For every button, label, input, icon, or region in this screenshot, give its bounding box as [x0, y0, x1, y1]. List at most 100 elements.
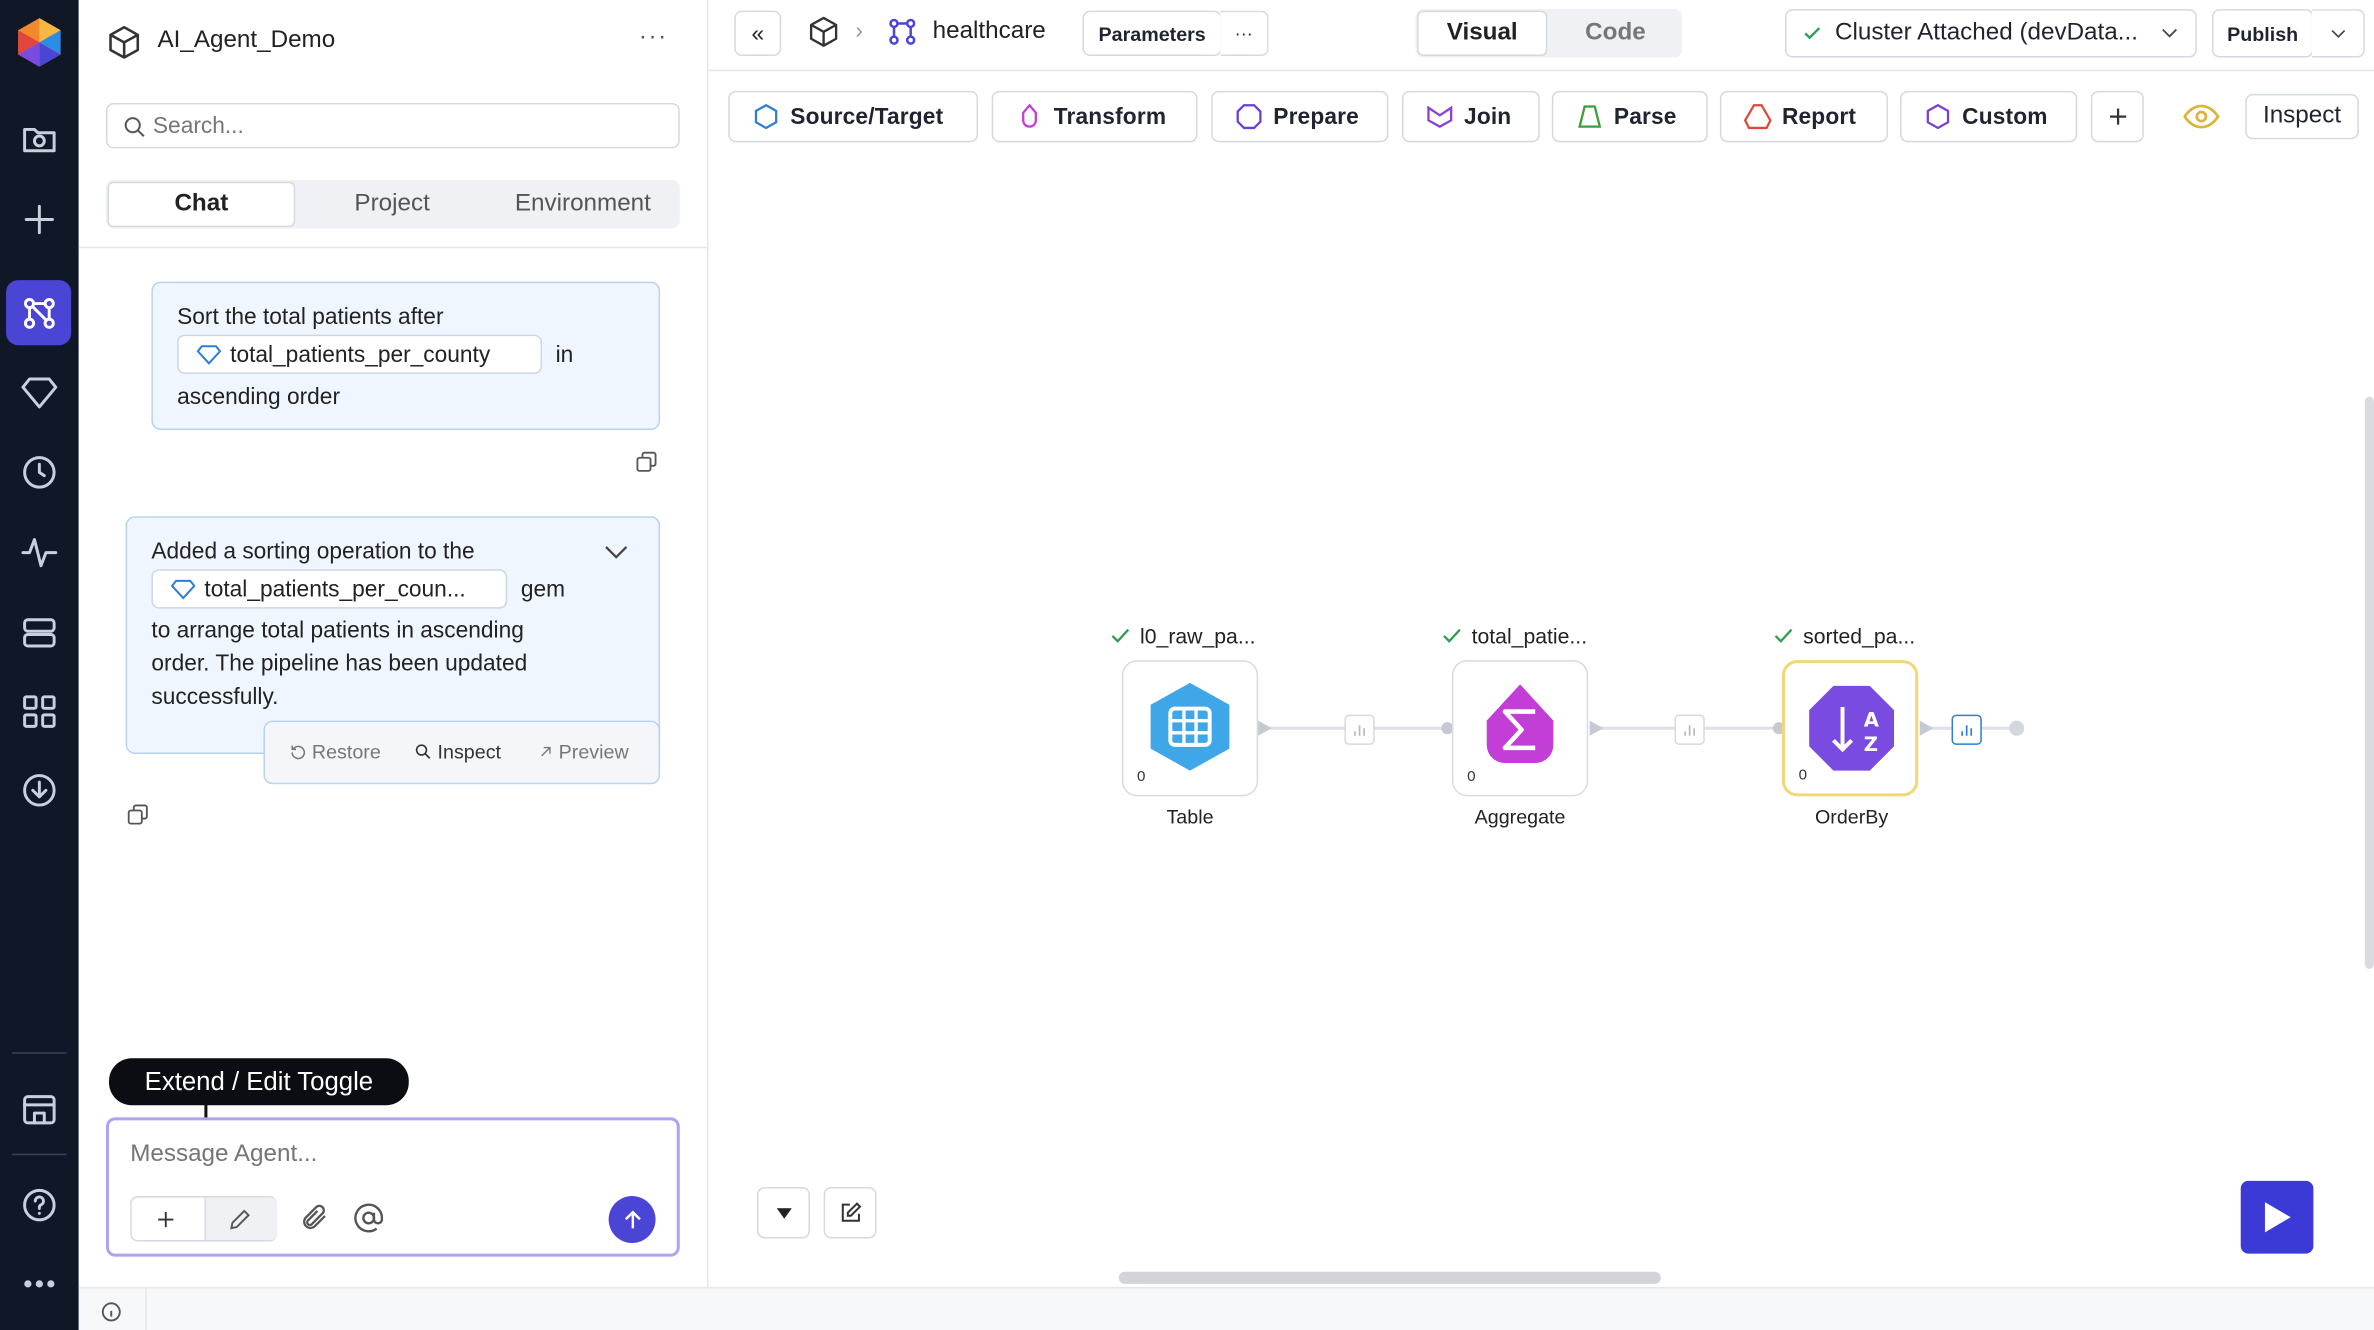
gem-source-target-button[interactable]: Source/Target [728, 90, 979, 143]
project-cube-icon[interactable] [807, 15, 840, 48]
gem-chip-label: total_patients_per_coun... [204, 576, 466, 602]
more-options-button[interactable]: ··· [1220, 10, 1269, 57]
plus-icon[interactable] [6, 186, 71, 251]
node-aggregate[interactable]: 0 [1451, 660, 1589, 797]
restore-button[interactable]: Restore [289, 740, 381, 763]
inspect-label: Inspect [437, 740, 502, 764]
tab-environment[interactable]: Environment [514, 190, 651, 217]
gem-transform-button[interactable]: Transform [991, 90, 1198, 143]
tab-visual[interactable]: Visual [1417, 10, 1548, 57]
activity-icon[interactable] [6, 519, 71, 584]
apps-icon[interactable] [6, 678, 71, 743]
tooltip: Extend / Edit Toggle [109, 1058, 409, 1106]
node-title-label: sorted_pa... [1803, 623, 1916, 648]
custom-icon [1926, 103, 1950, 130]
node-label: Table [1166, 805, 1214, 829]
publish-button[interactable]: Publish [2211, 9, 2314, 58]
node-title-label: total_patie... [1471, 623, 1588, 648]
collapse-panel-button[interactable]: « [734, 10, 782, 57]
gem-join-button[interactable]: Join [1401, 90, 1540, 143]
check-icon [1804, 27, 1821, 40]
pipeline-name[interactable]: healthcare [932, 18, 1046, 44]
agent-panel: AI_Agent_Demo ··· Chat Project Environme… [78, 0, 709, 1287]
run-button[interactable] [2240, 1180, 2314, 1254]
check-icon [1443, 628, 1461, 643]
view-toggle: Visual Code [1415, 9, 1683, 58]
paperclip-icon[interactable] [300, 1202, 330, 1232]
data-preview-button[interactable] [1951, 714, 1982, 745]
inspect-button[interactable]: Inspect [2245, 93, 2359, 140]
send-button[interactable] [608, 1196, 656, 1243]
report-icon [1743, 104, 1772, 130]
gem-chip[interactable]: total_patients_per_county [177, 334, 543, 374]
gem-label: Prepare [1273, 103, 1359, 130]
data-preview-button[interactable] [1674, 714, 1705, 745]
publish-dropdown-button[interactable] [2311, 9, 2365, 58]
copy-icon[interactable] [126, 802, 150, 826]
store-icon[interactable] [6, 1076, 71, 1141]
edit-icon [841, 1202, 861, 1222]
pipeline-icon[interactable] [6, 280, 72, 346]
svg-text:A: A [1864, 709, 1880, 732]
agent-message-text: Added a sorting operation to the [151, 538, 475, 565]
chevron-down-icon[interactable] [603, 542, 630, 563]
gem-label: Report [1781, 103, 1857, 130]
pencil-icon[interactable] [227, 1207, 253, 1233]
inspect-button[interactable]: Inspect [413, 740, 501, 763]
user-message: Sort the total patients after total_pati… [151, 281, 661, 430]
node-title: total_patie... [1441, 624, 1683, 648]
tab-project[interactable]: Project [354, 190, 430, 217]
node-table[interactable]: 0 [1121, 660, 1259, 797]
node-label: OrderBy [1814, 805, 1889, 829]
eye-icon[interactable] [2183, 103, 2220, 130]
clock-icon[interactable] [6, 439, 71, 504]
project-title: AI_Agent_Demo [157, 27, 336, 53]
gem-report-button[interactable]: Report [1719, 90, 1888, 143]
parameters-button[interactable]: Parameters [1082, 10, 1222, 57]
svg-text:Z: Z [1864, 733, 1878, 756]
gem-custom-button[interactable]: Custom [1900, 90, 2078, 143]
gem-label: Transform [1053, 103, 1167, 130]
transform-icon [1022, 103, 1037, 128]
message-input[interactable] [130, 1138, 630, 1172]
cluster-selector[interactable]: Cluster Attached (devData... [1785, 9, 2197, 58]
at-mention-icon[interactable] [353, 1202, 385, 1234]
more-icon[interactable] [6, 1251, 71, 1316]
canvas-dropdown-button[interactable] [757, 1186, 810, 1239]
node-label: Aggregate [1474, 805, 1566, 829]
search-input[interactable] [152, 110, 653, 141]
tab-chat[interactable]: Chat [107, 181, 296, 228]
inspect-icon [415, 744, 431, 759]
gem-prepare-button[interactable]: Prepare [1211, 90, 1389, 143]
project-cube-icon [106, 24, 142, 60]
horizontal-scrollbar[interactable] [1118, 1271, 1661, 1284]
edit-canvas-button[interactable] [823, 1186, 877, 1239]
gem-chip[interactable]: total_patients_per_coun... [151, 569, 508, 609]
tab-code[interactable]: Code [1585, 19, 1646, 46]
copy-icon[interactable] [634, 450, 658, 474]
gem-parse-button[interactable]: Parse [1551, 90, 1708, 143]
preview-button[interactable]: Preview [537, 740, 629, 763]
output-port[interactable] [2009, 720, 2025, 736]
panel-tabs: Chat Project Environment [105, 180, 680, 229]
add-gem-button[interactable] [2090, 90, 2144, 143]
left-rail [0, 0, 79, 1330]
folder-icon[interactable] [6, 106, 71, 171]
extend-edit-toggle[interactable] [130, 1196, 278, 1242]
vertical-scrollbar[interactable] [2364, 396, 2374, 969]
help-icon[interactable] [6, 1172, 71, 1237]
download-icon[interactable] [6, 757, 71, 822]
info-icon[interactable] [100, 1301, 123, 1324]
panel-menu-button[interactable]: ··· [638, 24, 668, 50]
gem-icon[interactable] [6, 359, 71, 424]
restore-label: Restore [311, 740, 381, 764]
user-message-text: ascending order [177, 384, 341, 411]
data-preview-button[interactable] [1344, 714, 1375, 745]
logo-icon[interactable] [12, 15, 67, 70]
gem-chip-label: total_patients_per_county [230, 341, 491, 368]
node-count: 0 [1467, 769, 1476, 786]
search-field[interactable] [105, 102, 680, 149]
plus-icon[interactable] [154, 1208, 177, 1231]
server-icon[interactable] [6, 600, 71, 665]
